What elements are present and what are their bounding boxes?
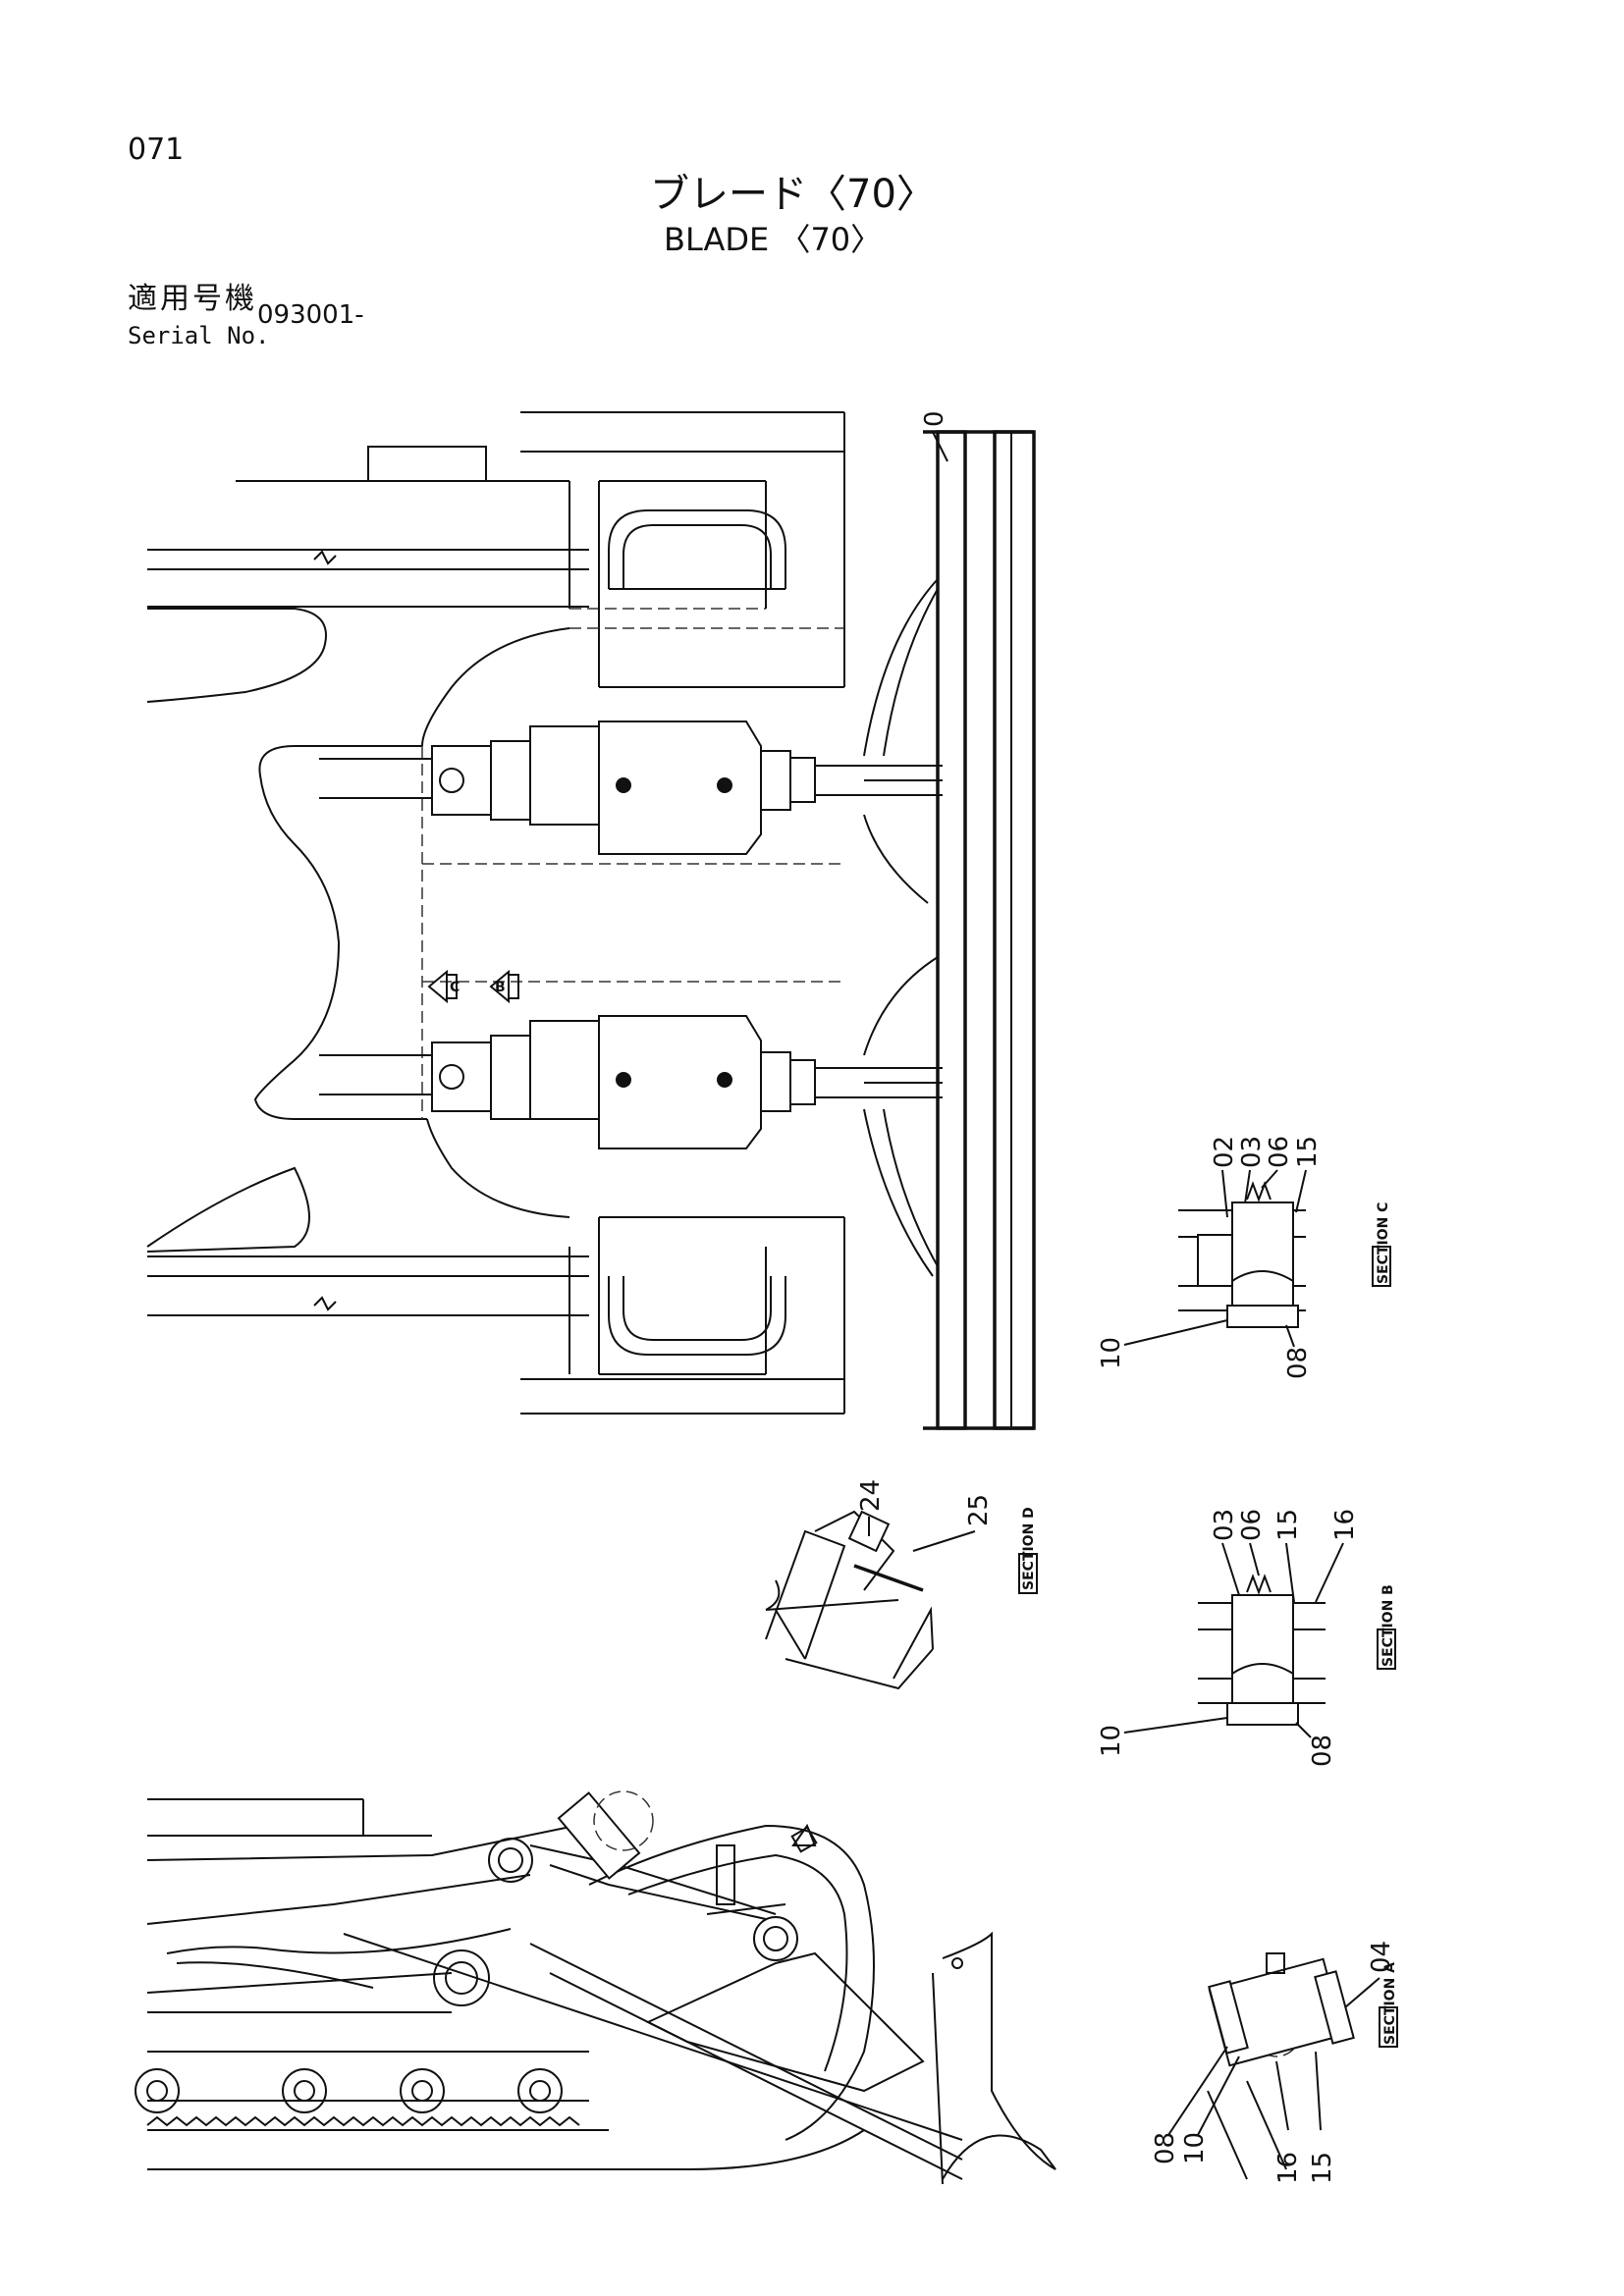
section-d-detail: SECTION D 24 25 [765, 1479, 1038, 1690]
page-title-english: BLADE 〈70〉 [664, 221, 883, 258]
section-b-part-03: 03 [1210, 1509, 1239, 1541]
serial-label-english: Serial No. [128, 322, 270, 349]
serial-label-japanese: 適用号機 [128, 282, 257, 316]
section-arrow-a [790, 1823, 818, 1853]
section-d-part-25: 25 [964, 1494, 994, 1526]
serial-number-value: 093001- [257, 300, 364, 330]
section-tag-a: SECTION A [1382, 1962, 1398, 2045]
side-view [135, 1790, 1056, 2185]
section-c-part-15: 15 [1293, 1136, 1323, 1168]
section-c-detail: SECTION C 02 03 06 15 10 08 [1097, 1136, 1391, 1379]
section-b-part-10: 10 [1097, 1725, 1126, 1757]
section-b-detail: SECTION B 03 06 15 16 10 08 [1097, 1509, 1396, 1767]
section-tag-d: SECTION D [1021, 1507, 1037, 1590]
section-mark-c: C [450, 980, 460, 995]
blade-bar [923, 430, 1036, 1430]
section-arrow-b: B [489, 969, 519, 1004]
section-c-part-08: 08 [1283, 1347, 1313, 1379]
section-a-part-10: 10 [1180, 2132, 1210, 2164]
section-c-part-06: 06 [1265, 1136, 1294, 1168]
section-a-part-16: 16 [1273, 2152, 1303, 2184]
blade-cylinder-lower [319, 956, 943, 1277]
section-b-part-16: 16 [1330, 1509, 1360, 1541]
blade-cylinder-upper [319, 578, 943, 904]
section-d-part-24: 24 [856, 1479, 886, 1512]
section-c-part-02: 02 [1210, 1136, 1239, 1168]
section-arrow-c: C [427, 969, 460, 1004]
section-tag-b: SECTION B [1380, 1584, 1396, 1667]
frame-upper [147, 411, 845, 688]
section-mark-b: B [495, 980, 506, 995]
section-c-part-10: 10 [1097, 1337, 1126, 1369]
section-b-part-15: 15 [1273, 1509, 1303, 1541]
page-title-japanese: ブレード〈70〉 [650, 172, 936, 217]
section-a-part-08: 08 [1151, 2132, 1180, 2164]
section-tag-c: SECTION C [1376, 1202, 1391, 1284]
section-b-part-08: 08 [1308, 1735, 1337, 1767]
section-a-part-04: 04 [1367, 1941, 1396, 1973]
section-b-part-06: 06 [1237, 1509, 1267, 1541]
frame-lower [147, 1216, 845, 1415]
page-number: 071 [128, 133, 185, 167]
part-label-00: 0 [920, 410, 949, 427]
track-rollers [135, 2068, 563, 2113]
section-a-detail: SECTION A 04 08 10 16 15 [1151, 1941, 1398, 2184]
center-frame-outline [146, 608, 844, 1253]
top-view: C B 0 [146, 410, 1036, 1430]
section-c-part-03: 03 [1237, 1136, 1267, 1168]
section-a-part-15: 15 [1308, 2152, 1337, 2184]
